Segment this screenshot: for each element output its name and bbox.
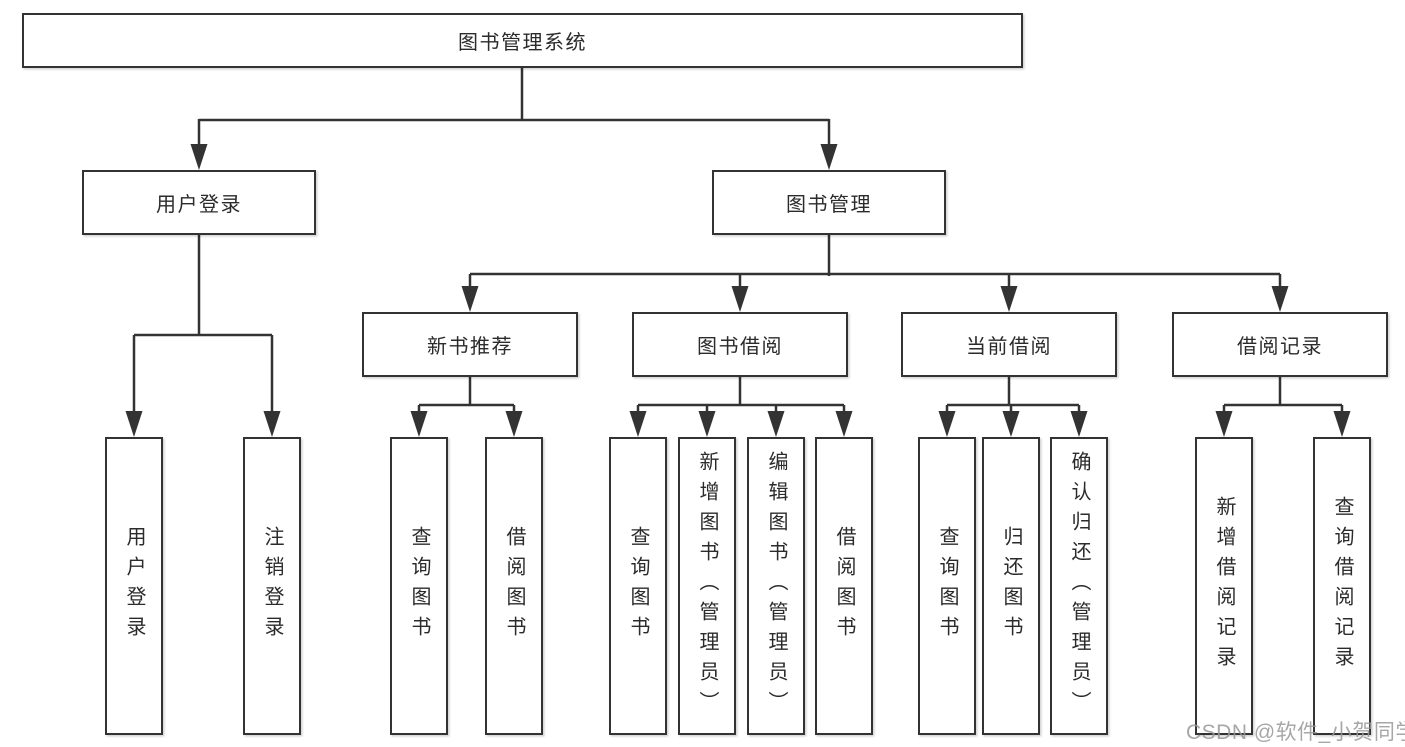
node-label: 当前借阅 — [966, 336, 1052, 358]
csdn-watermark: CSDN @软件_小贺同学 — [1186, 721, 1405, 744]
leaf-bb-add-books-admin: 新增图书（管理员） — [678, 437, 736, 735]
node-user-login: 用户登录 — [82, 170, 316, 235]
leaf-bb-edit-books-admin: 编辑图书（管理员） — [747, 437, 805, 735]
node-label: 图书借阅 — [697, 336, 783, 358]
node-book-borrowing: 图书借阅 — [632, 312, 848, 377]
leaf-logout: 注销登录 — [243, 437, 301, 735]
leaf-label: 确认归还（管理员） — [1068, 451, 1090, 721]
leaf-label: 新增图书（管理员） — [696, 451, 718, 721]
leaf-br-add-record: 新增借阅记录 — [1195, 437, 1253, 735]
leaf-label: 查询图书 — [408, 526, 430, 646]
leaf-label: 借阅图书 — [503, 526, 525, 646]
leaf-label: 编辑图书（管理员） — [765, 451, 787, 721]
node-label: 用户登录 — [156, 194, 242, 216]
leaf-bb-query-books: 查询图书 — [609, 437, 667, 735]
leaf-label: 归还图书 — [1000, 526, 1022, 646]
leaf-user-login: 用户登录 — [105, 437, 163, 735]
leaf-label: 查询借阅记录 — [1331, 496, 1353, 676]
leaf-label: 查询图书 — [627, 526, 649, 646]
node-label: 图书管理系统 — [458, 32, 587, 54]
leaf-cb-return-books: 归还图书 — [982, 437, 1040, 735]
node-current-borrowing: 当前借阅 — [901, 312, 1117, 377]
node-label: 图书管理 — [786, 194, 872, 216]
node-label: 新书推荐 — [427, 336, 513, 358]
node-label: 借阅记录 — [1237, 336, 1323, 358]
arrowhead-icons — [125, 144, 1351, 437]
leaf-label: 注销登录 — [261, 526, 283, 646]
leaf-br-query-record: 查询借阅记录 — [1313, 437, 1371, 735]
node-library-management-system: 图书管理系统 — [22, 13, 1023, 68]
leaf-cb-confirm-return-admin: 确认归还（管理员） — [1050, 437, 1108, 735]
leaf-nbr-query-books: 查询图书 — [390, 437, 448, 735]
leaf-label: 查询图书 — [936, 526, 958, 646]
leaf-label: 用户登录 — [123, 526, 145, 646]
leaf-bb-borrow-books: 借阅图书 — [815, 437, 873, 735]
node-borrowing-records: 借阅记录 — [1172, 312, 1388, 377]
node-book-management: 图书管理 — [712, 170, 946, 235]
leaf-nbr-borrow-books: 借阅图书 — [485, 437, 543, 735]
leaf-label: 借阅图书 — [833, 526, 855, 646]
node-new-book-recommend: 新书推荐 — [362, 312, 578, 377]
leaf-cb-query-books: 查询图书 — [918, 437, 976, 735]
leaf-label: 新增借阅记录 — [1213, 496, 1235, 676]
